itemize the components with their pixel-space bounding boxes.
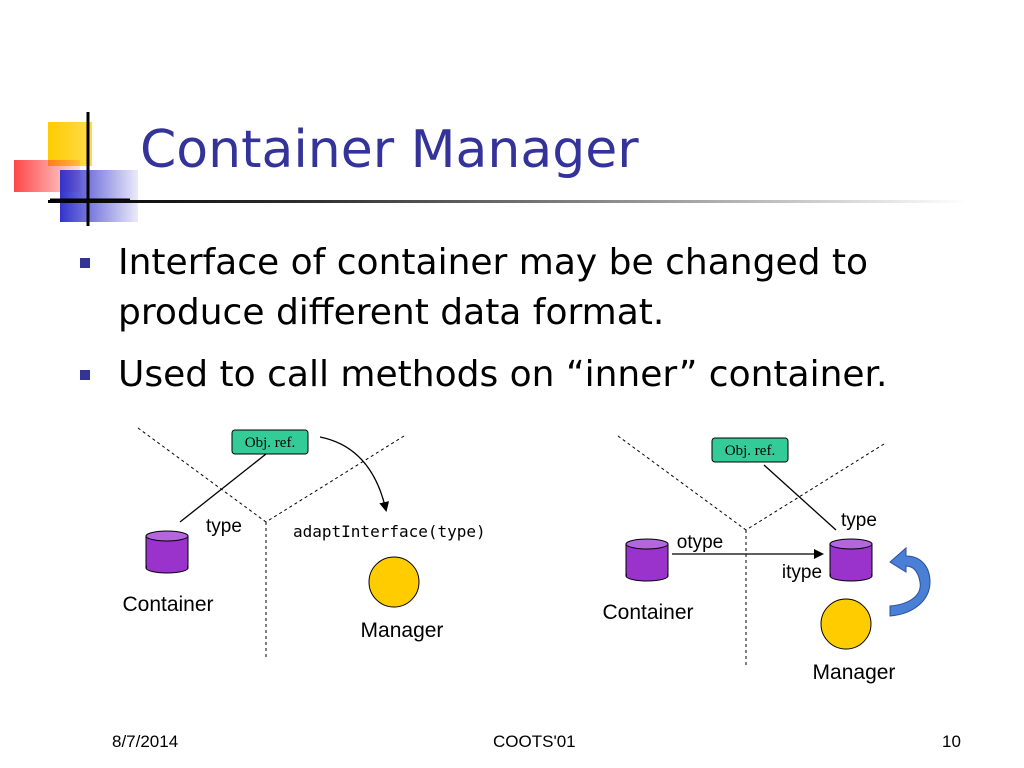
left-obj-ref-box: Obj. ref. xyxy=(231,429,309,455)
left-manager-label: Manager xyxy=(361,619,444,642)
left-diagram: Obj. ref. type adaptInterface(type) Cont… xyxy=(122,427,486,658)
left-curved-arrow xyxy=(319,436,390,512)
footer-page-number: 10 xyxy=(942,732,961,751)
right-container-label: Container xyxy=(602,601,693,624)
slide-title: Container Manager xyxy=(140,120,639,180)
left-type-label: type xyxy=(206,516,242,537)
right-obj-ref-label: Obj. ref. xyxy=(725,443,775,459)
right-diagram: Obj. ref. otype type itype Container xyxy=(602,435,931,684)
right-container-cylinder-icon xyxy=(625,538,669,582)
left-obj-ref-line xyxy=(179,453,267,523)
left-obj-ref-label: Obj. ref. xyxy=(245,435,295,451)
logo-blue-square xyxy=(60,170,138,222)
right-obj-ref-line xyxy=(763,464,837,531)
right-divider-left xyxy=(617,435,747,531)
right-inner-cylinder-icon xyxy=(829,538,873,582)
right-otype-label: otype xyxy=(677,532,723,553)
right-itype-label: itype xyxy=(782,562,822,583)
right-manager-circle-icon xyxy=(820,598,872,650)
bullet-item: Used to call methods on “inner” containe… xyxy=(80,350,980,400)
title-underline xyxy=(48,200,968,203)
right-type-label: type xyxy=(841,510,877,531)
bullet-item: Interface of container may be changed to… xyxy=(80,238,980,338)
left-divider-left xyxy=(137,427,267,523)
bullet-square-icon xyxy=(80,370,90,380)
right-manager-label: Manager xyxy=(813,661,896,684)
logo-yellow-square xyxy=(48,122,92,166)
left-container-cylinder-icon xyxy=(145,530,189,574)
footer-center: COOTS'01 xyxy=(493,732,576,751)
left-manager-circle-icon xyxy=(368,556,420,608)
bullet-square-icon xyxy=(80,258,90,268)
left-adapt-interface-label: adaptInterface(type) xyxy=(293,522,486,541)
bullet-list: Interface of container may be changed to… xyxy=(80,238,980,412)
footer-date: 8/7/2014 xyxy=(112,732,179,751)
curved-return-arrow-icon xyxy=(889,546,931,617)
bullet-text: Used to call methods on “inner” containe… xyxy=(118,354,888,395)
bullet-text: Interface of container may be changed to… xyxy=(118,242,869,333)
left-container-label: Container xyxy=(122,593,213,616)
right-obj-ref-box: Obj. ref. xyxy=(711,437,789,463)
